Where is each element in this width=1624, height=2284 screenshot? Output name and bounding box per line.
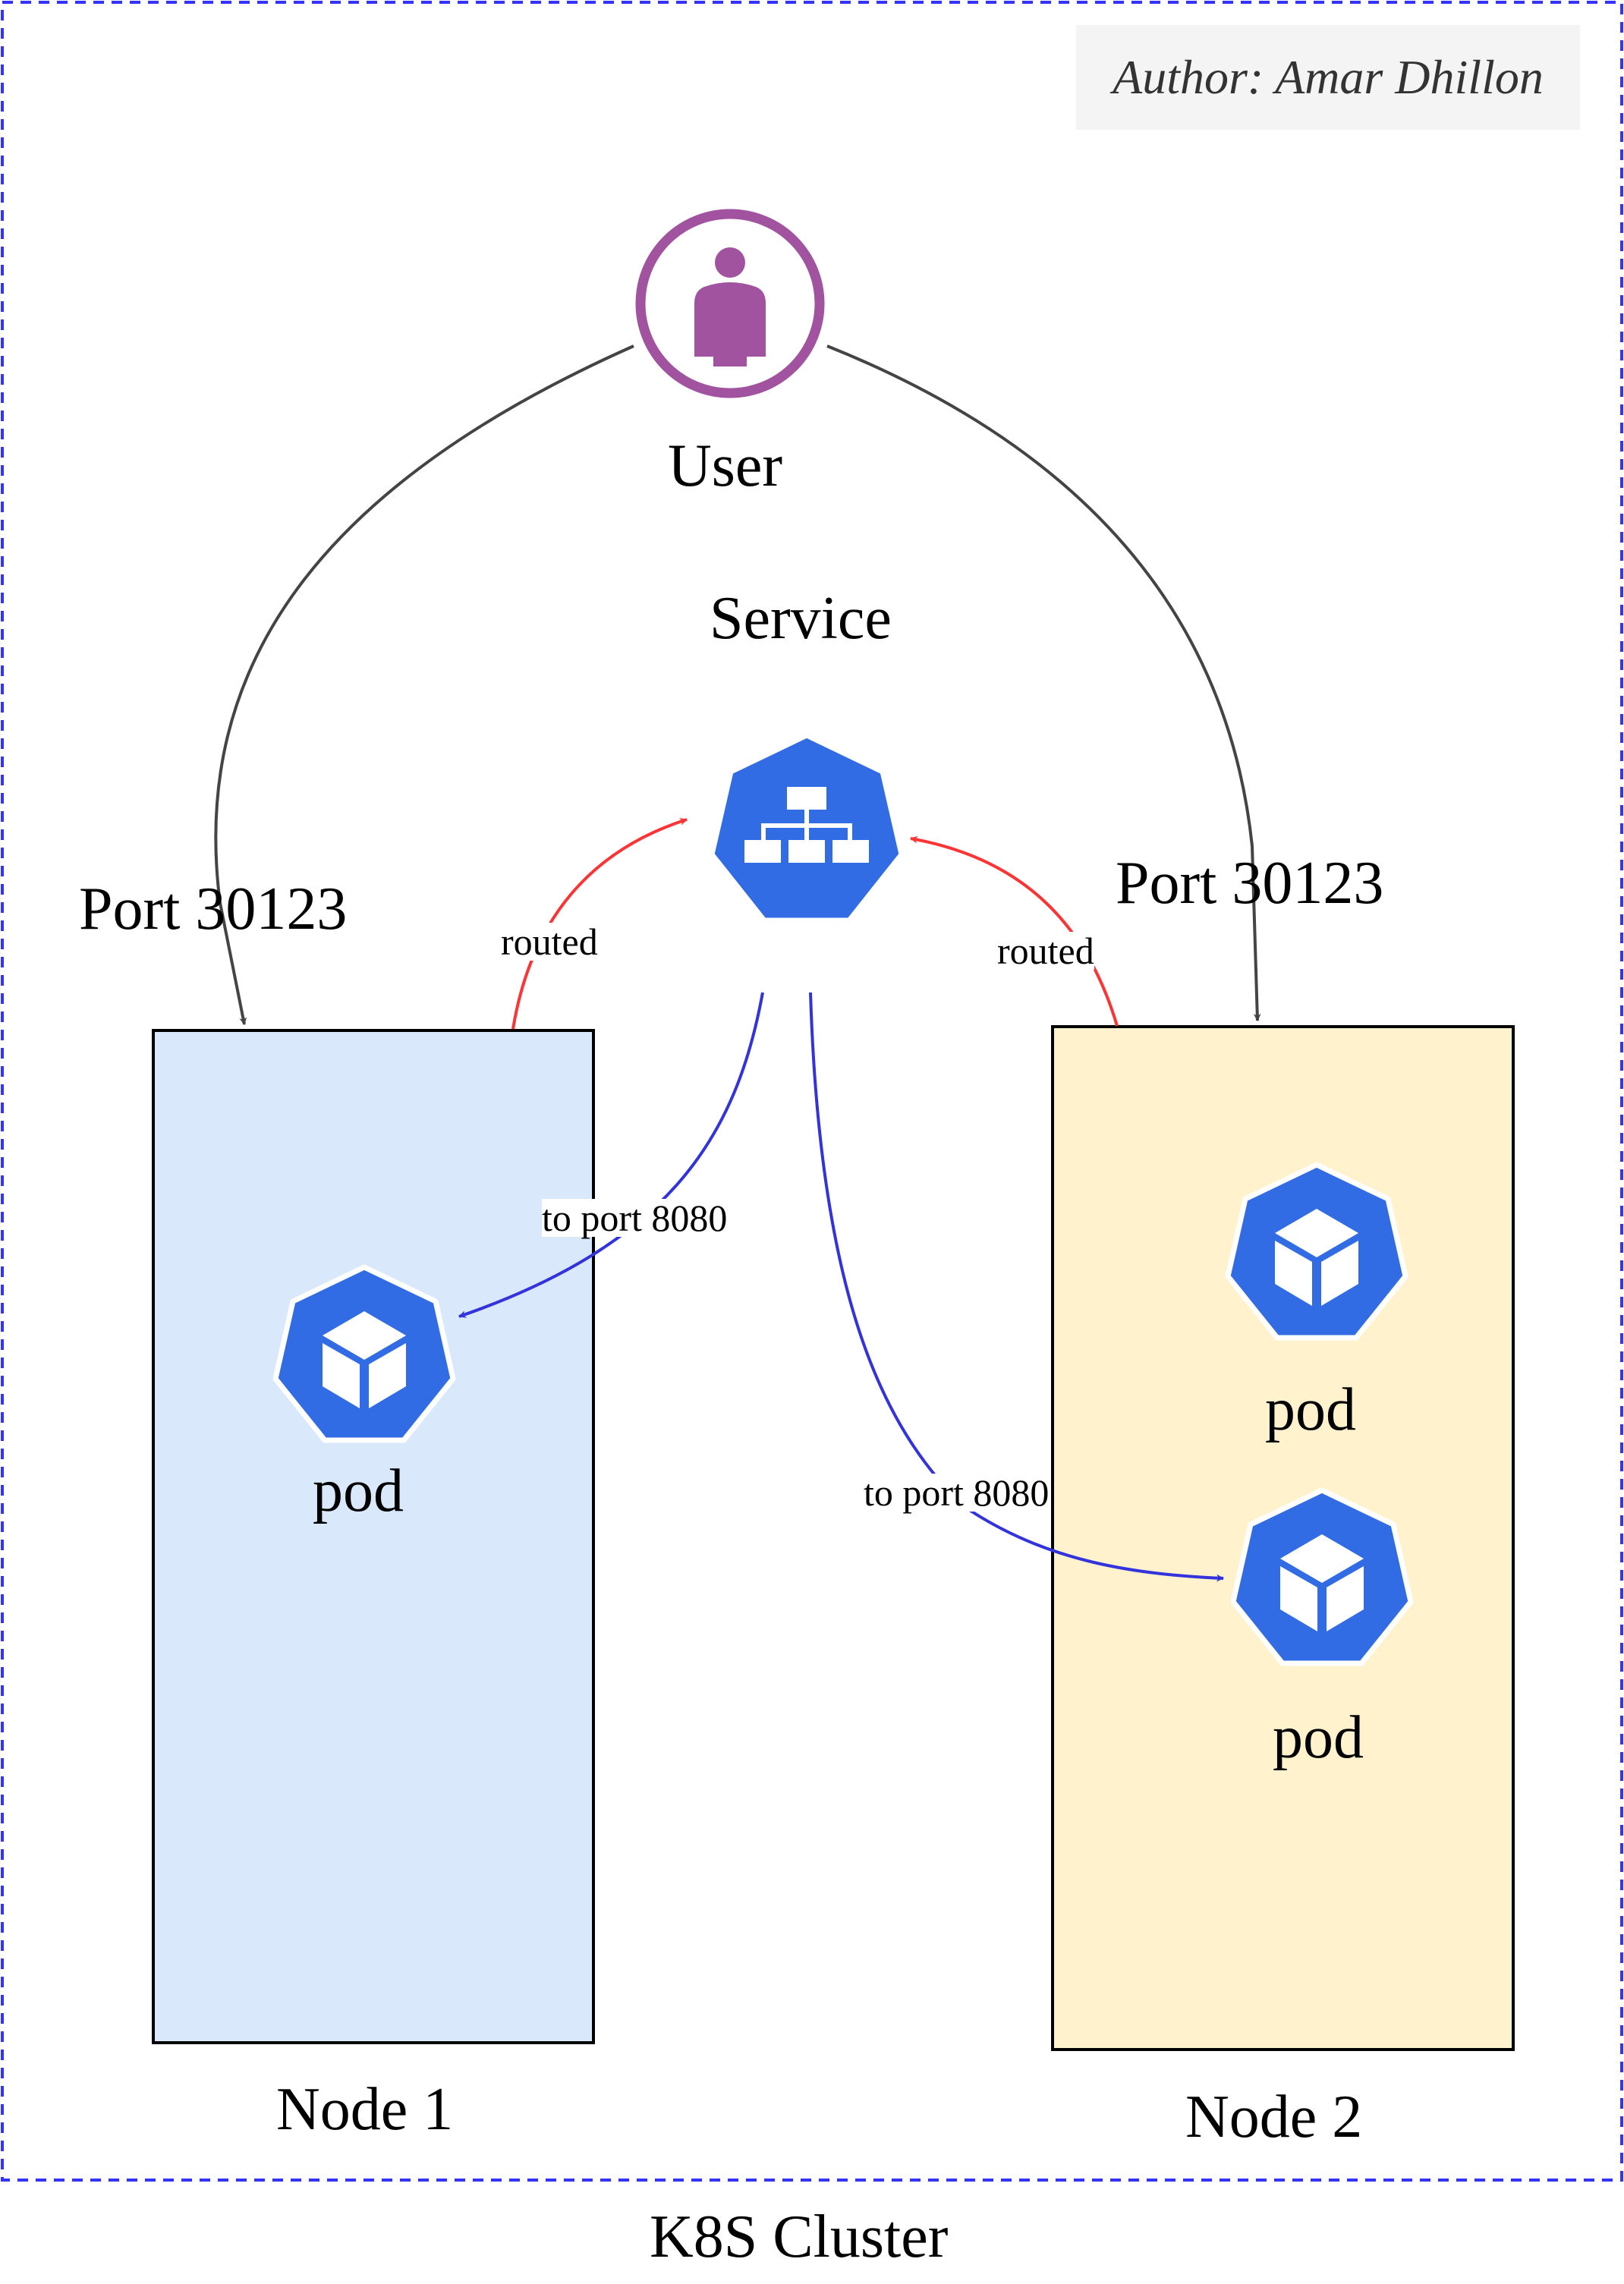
pod-label: pod [1265, 1376, 1356, 1443]
edge-label-node1-routed: routed [501, 920, 598, 963]
node-1-label: Node 1 [276, 2076, 454, 2143]
edge-service-to-pod1 [458, 992, 764, 1318]
service-label: Service [710, 585, 892, 652]
edge-label-user-to-node2: Port 30123 [1116, 850, 1384, 917]
user-label: User [668, 433, 783, 499]
edge-label-service-to-pod3: to port 8080 [864, 1471, 1050, 1514]
node-2-label: Node 2 [1185, 2084, 1363, 2150]
node-1-box[interactable] [152, 1029, 595, 2044]
pod-label: pod [313, 1458, 404, 1524]
service-icon[interactable] [709, 732, 905, 923]
pod-label: pod [1273, 1704, 1364, 1771]
author-text: Author: Amar Dhillon [1113, 50, 1544, 104]
edge-user-to-node2 [826, 344, 1261, 1021]
edge-label-user-to-node1: Port 30123 [79, 876, 348, 942]
edge-node2-to-service [910, 835, 1119, 1027]
author-note: Author: Amar Dhillon [1076, 25, 1580, 130]
edge-label-service-to-pod1: to port 8080 [542, 1197, 728, 1239]
cluster-boundary [1, 1, 1623, 2182]
edge-label-node2-routed: routed [997, 930, 1094, 972]
user-icon[interactable] [635, 209, 825, 398]
edge-node1-to-service [511, 817, 688, 1030]
edge-user-to-node1 [214, 344, 634, 1025]
cluster-label: K8S Cluster [650, 2204, 949, 2270]
